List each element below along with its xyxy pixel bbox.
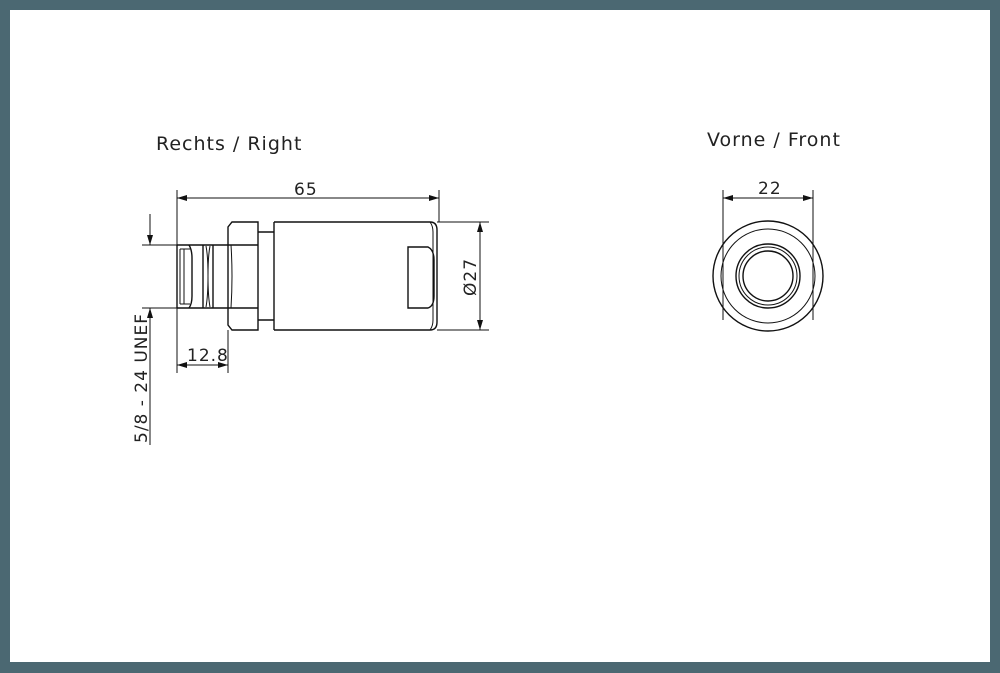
dimension-length: 65 — [176, 180, 440, 245]
right-view-part-outline — [176, 221, 438, 331]
dimension-thread-length: 12.8 — [176, 308, 229, 373]
front-view-part-outline — [712, 220, 824, 332]
dimension-length-label: 65 — [294, 180, 318, 200]
dimension-thread-length-label: 12.8 — [187, 346, 229, 366]
dimension-diameter-label: Ø27 — [461, 258, 481, 296]
drawing-sheet — [10, 10, 990, 662]
dimension-width-label: 22 — [758, 179, 782, 199]
dimension-thread-callout: 5/8 - 24 UNEF — [132, 214, 177, 445]
dimension-diameter: Ø27 — [437, 221, 489, 331]
dimension-width: 22 — [722, 179, 814, 320]
right-view-title: Rechts / Right — [156, 133, 302, 155]
front-view-title: Vorne / Front — [707, 129, 841, 151]
thread-spec-label: 5/8 - 24 UNEF — [132, 313, 152, 443]
